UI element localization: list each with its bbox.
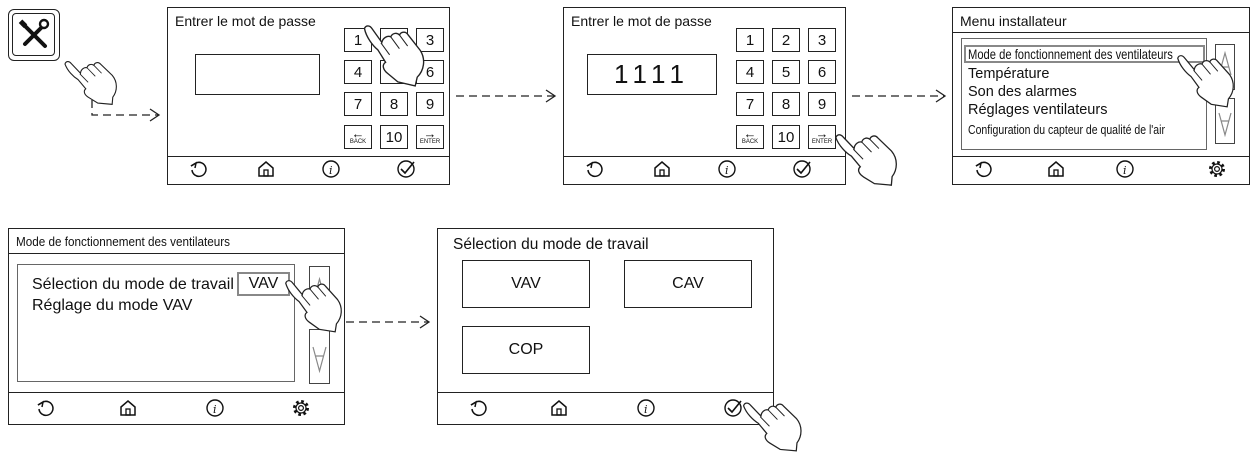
work-mode-selection-screen: Sélection du mode de travail VAV CAV COP… — [437, 228, 774, 425]
screen-title: Entrer le mot de passe — [175, 13, 316, 29]
enter-key[interactable]: → ENTER — [416, 125, 444, 149]
checkmark-icon[interactable] — [792, 159, 812, 179]
password-field[interactable]: 1111 — [587, 54, 717, 95]
key-8[interactable]: 8 — [380, 92, 408, 116]
password-screen-filled: Entrer le mot de passe 1111 1 2 3 4 5 6 … — [563, 7, 846, 185]
scroll-up-button[interactable] — [309, 266, 330, 321]
back-arrow-icon[interactable] — [35, 398, 55, 418]
screen-title: Mode de fonctionnement des ventilateurs — [16, 234, 230, 249]
option-vav-button[interactable]: VAV — [462, 260, 590, 308]
screen-title: Menu installateur — [960, 13, 1067, 29]
arrow-down-icon — [312, 346, 327, 374]
left-arrow-icon: ← — [743, 126, 757, 141]
arrow-up-icon — [312, 276, 327, 304]
key-4[interactable]: 4 — [736, 60, 764, 84]
back-arrow-icon[interactable] — [188, 159, 208, 179]
info-icon[interactable]: i — [205, 398, 225, 418]
gear-icon[interactable] — [291, 398, 311, 418]
svg-text:i: i — [329, 164, 333, 177]
installer-menu-screen: Menu installateur Mode de fonctionnement… — [952, 7, 1250, 185]
option-cop-button[interactable]: COP — [462, 326, 590, 374]
info-icon[interactable]: i — [321, 159, 341, 179]
key-2[interactable]: 2 — [380, 28, 408, 52]
key-10[interactable]: 10 — [772, 125, 800, 149]
enter-key[interactable]: → ENTER — [808, 125, 836, 149]
scroll-up-button[interactable] — [1215, 44, 1235, 90]
key-4[interactable]: 4 — [344, 60, 372, 84]
home-icon[interactable] — [256, 159, 276, 179]
pointing-hand-icon — [60, 44, 128, 115]
checkmark-icon[interactable] — [723, 398, 743, 418]
footer-bar: i — [953, 155, 1249, 184]
gear-icon[interactable] — [1207, 159, 1227, 179]
back-arrow-icon[interactable] — [468, 398, 488, 418]
key-9[interactable]: 9 — [416, 92, 444, 116]
menu-item-fan-settings[interactable]: Réglages ventilateurs — [968, 102, 1108, 118]
key-10[interactable]: 10 — [380, 125, 408, 149]
key-6[interactable]: 6 — [808, 60, 836, 84]
svg-text:i: i — [644, 403, 648, 416]
back-key-label: BACK — [741, 139, 759, 145]
key-5[interactable]: 5 — [772, 60, 800, 84]
password-field[interactable] — [195, 54, 320, 95]
flow-arrow-1 — [91, 100, 158, 116]
password-screen-empty: Entrer le mot de passe 1 2 3 4 5 6 7 8 9… — [167, 7, 450, 185]
key-5[interactable]: 5 — [380, 60, 408, 84]
footer-bar: i — [438, 392, 773, 424]
info-icon[interactable]: i — [636, 398, 656, 418]
right-arrow-icon: → — [815, 126, 829, 141]
key-1[interactable]: 1 — [344, 28, 372, 52]
svg-text:i: i — [213, 403, 217, 416]
key-3[interactable]: 3 — [808, 28, 836, 52]
screen-title: Entrer le mot de passe — [571, 13, 712, 29]
key-7[interactable]: 7 — [736, 92, 764, 116]
menu-item-work-mode[interactable]: Sélection du mode de travail — [32, 276, 234, 293]
installer-tools-button[interactable] — [8, 9, 60, 61]
footer-bar: i — [9, 392, 344, 424]
info-icon[interactable]: i — [1115, 159, 1135, 179]
screen-title: Sélection du mode de travail — [453, 236, 649, 253]
back-arrow-icon[interactable] — [584, 159, 604, 179]
footer-bar: i — [168, 155, 449, 184]
fan-mode-screen: Mode de fonctionnement des ventilateurs … — [8, 228, 345, 425]
home-icon[interactable] — [549, 398, 569, 418]
info-icon[interactable]: i — [717, 159, 737, 179]
key-6[interactable]: 6 — [416, 60, 444, 84]
enter-key-label: ENTER — [419, 139, 441, 145]
key-3[interactable]: 3 — [416, 28, 444, 52]
back-arrow-icon[interactable] — [973, 159, 993, 179]
footer-bar: i — [564, 155, 845, 184]
svg-text:i: i — [725, 164, 729, 177]
settings-list: Sélection du mode de travail Réglage du … — [17, 264, 295, 382]
checkmark-icon[interactable] — [396, 159, 416, 179]
key-1[interactable]: 1 — [736, 28, 764, 52]
menu-item-temperature[interactable]: Température — [968, 66, 1050, 82]
home-icon[interactable] — [118, 398, 138, 418]
menu-list: Mode de fonctionnement des ventilateurs … — [961, 38, 1207, 150]
option-cav-button[interactable]: CAV — [624, 260, 752, 308]
scroll-down-button[interactable] — [1215, 98, 1235, 144]
right-arrow-icon: → — [423, 126, 437, 141]
left-arrow-icon: ← — [351, 126, 365, 141]
back-key-label: BACK — [349, 139, 367, 145]
wrench-screwdriver-icon — [18, 18, 50, 48]
home-icon[interactable] — [652, 159, 672, 179]
work-mode-value[interactable]: VAV — [237, 272, 290, 296]
key-7[interactable]: 7 — [344, 92, 372, 116]
scroll-down-button[interactable] — [309, 329, 330, 384]
menu-item-alarm-sound[interactable]: Son des alarmes — [968, 84, 1077, 100]
home-icon[interactable] — [1046, 159, 1066, 179]
key-8[interactable]: 8 — [772, 92, 800, 116]
svg-text:i: i — [1123, 164, 1127, 177]
key-9[interactable]: 9 — [808, 92, 836, 116]
menu-item-vav-settings[interactable]: Réglage du mode VAV — [32, 297, 193, 314]
arrow-up-icon — [1218, 50, 1232, 76]
menu-item-air-quality[interactable]: Configuration du capteur de qualité de l… — [968, 123, 1165, 137]
enter-key-label: ENTER — [811, 139, 833, 145]
back-key[interactable]: ← BACK — [344, 125, 372, 149]
arrow-down-icon — [1218, 112, 1232, 138]
menu-item-fan-mode[interactable]: Mode de fonctionnement des ventilateurs — [968, 46, 1173, 62]
back-key[interactable]: ← BACK — [736, 125, 764, 149]
key-2[interactable]: 2 — [772, 28, 800, 52]
